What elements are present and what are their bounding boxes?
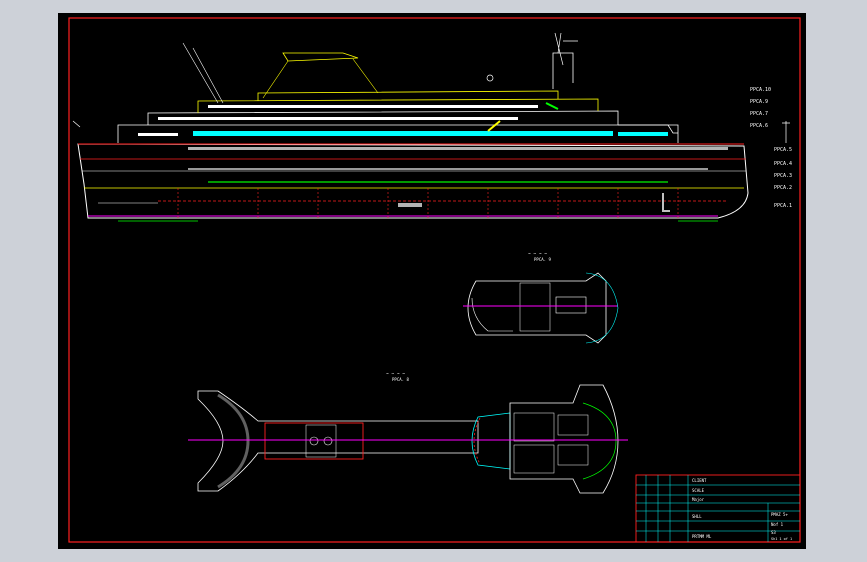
deck-label: PPCA.9 xyxy=(750,99,768,105)
title-cell: S3 xyxy=(771,530,776,535)
ship-drawing: PPCA.10 PPCA.9 PPCA.7 PPCA.6 PPCA.5 PPCA… xyxy=(68,17,801,543)
deck-label: PPCA.2 xyxy=(774,185,792,191)
plan-title: ~ ~ ~ ~ xyxy=(528,252,547,257)
title-cell: PRTMM ML xyxy=(692,534,712,539)
title-cell: Sh1 1 of 1 xyxy=(771,537,792,541)
title-cell: SHLL xyxy=(692,514,702,519)
deck-labels: PPCA.10 PPCA.9 PPCA.7 PPCA.6 PPCA.5 PPCA… xyxy=(750,87,792,209)
drawing-frame xyxy=(68,17,801,543)
deck-label: PPCA.1 xyxy=(774,203,792,209)
plan-subtitle: PPCA. 8 xyxy=(392,377,409,382)
deck-label: PPCA.6 xyxy=(750,123,768,129)
deck-label: PPCA.4 xyxy=(774,161,792,167)
deck-label: PPCA.5 xyxy=(774,147,792,153)
title-block: CLIENT SCALE Major SHLL PRTMM ML PMAZ 5+… xyxy=(635,474,801,543)
cad-viewport[interactable]: PPCA.10 PPCA.9 PPCA.7 PPCA.6 PPCA.5 PPCA… xyxy=(58,13,806,549)
title-cell: Nof 1 xyxy=(771,522,784,527)
deck-label: PPCA.10 xyxy=(750,87,771,93)
title-cell: SCALE xyxy=(692,488,705,493)
title-cell: CLIENT xyxy=(692,478,707,483)
deck-label: PPCA.3 xyxy=(774,173,792,179)
deck-label: PPCA.7 xyxy=(750,111,768,117)
ship-profile xyxy=(72,32,790,222)
upper-deck-plan: ~ ~ ~ ~ PPCA. 9 xyxy=(463,252,619,344)
title-cell: PMAZ 5+ xyxy=(771,512,788,517)
title-cell: Major xyxy=(692,497,705,502)
plan-subtitle: PPCA. 9 xyxy=(534,257,551,262)
lower-deck-plan: ~ ~ ~ ~ PPCA. 8 xyxy=(188,372,628,494)
plan-title: ~ ~ ~ ~ xyxy=(386,372,405,377)
